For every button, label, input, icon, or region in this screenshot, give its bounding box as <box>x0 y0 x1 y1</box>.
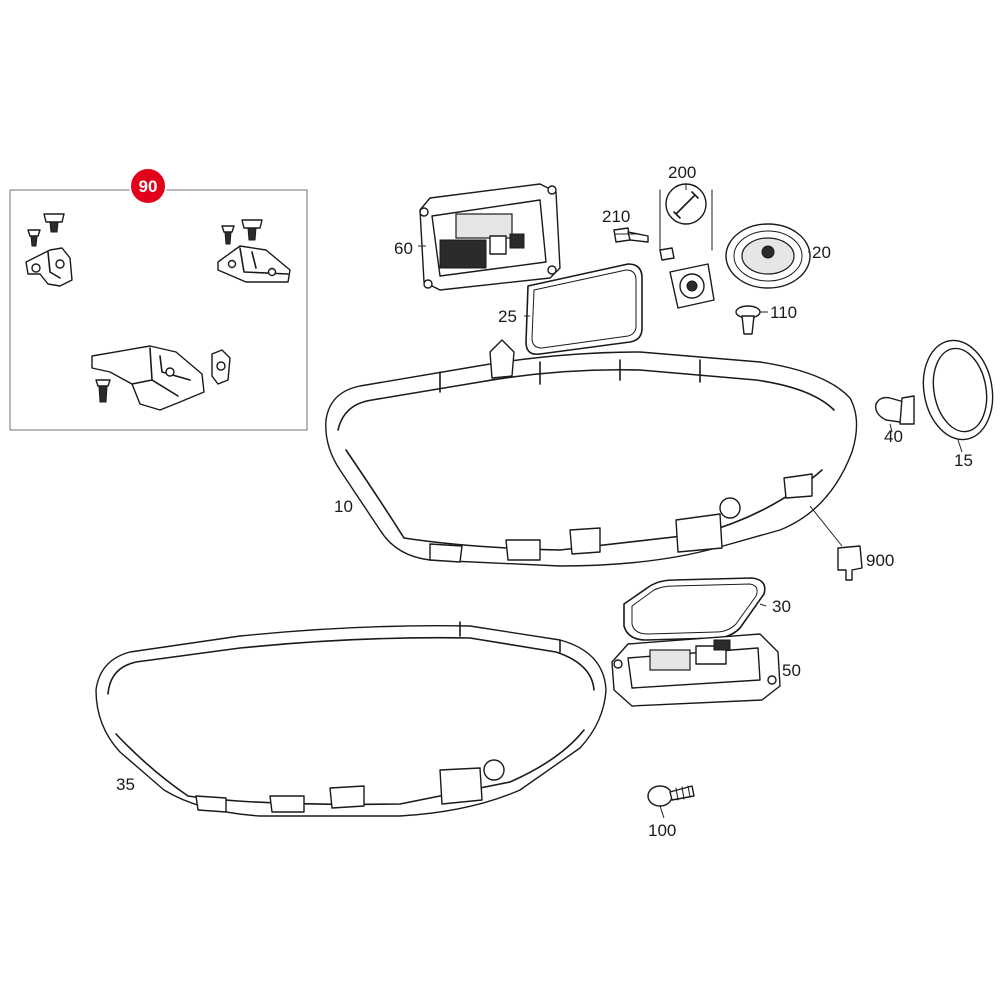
callout-35: 35 <box>116 775 135 794</box>
bulb-40[interactable] <box>875 395 915 425</box>
callout-90-badge[interactable]: 90 <box>129 167 167 205</box>
mounting-bracket-right[interactable] <box>217 219 291 283</box>
leader-lines <box>418 184 963 819</box>
callout-25: 25 <box>498 307 517 326</box>
mounting-bracket-left[interactable] <box>25 213 73 287</box>
callout-60: 60 <box>394 239 413 258</box>
screw-110[interactable] <box>735 305 761 335</box>
callout-10: 10 <box>334 497 353 516</box>
gasket-25[interactable] <box>525 263 643 356</box>
callout-210: 210 <box>602 207 630 226</box>
callout-200: 200 <box>668 163 696 182</box>
callout-110: 110 <box>770 303 797 322</box>
screw-100[interactable] <box>647 785 695 807</box>
callout-30: 30 <box>772 597 791 616</box>
headlamp-lens-35[interactable] <box>95 621 607 817</box>
headlamp-housing-10[interactable] <box>325 339 858 567</box>
callout-15: 15 <box>954 451 973 470</box>
callout-100: 100 <box>648 821 676 840</box>
cover-cap-20[interactable] <box>725 223 811 289</box>
service-kit-200[interactable] <box>659 183 715 309</box>
gasket-30[interactable] <box>623 577 766 641</box>
screw-210[interactable] <box>613 227 649 243</box>
callout-40: 40 <box>884 427 903 446</box>
callout-20: 20 <box>812 243 831 262</box>
mounting-bracket-large[interactable] <box>91 345 231 411</box>
seal-ring-15[interactable] <box>916 335 1000 445</box>
control-unit-50[interactable] <box>611 633 781 707</box>
callout-50: 50 <box>782 661 801 680</box>
callout-900: 900 <box>866 551 894 570</box>
clip-900[interactable] <box>837 545 863 581</box>
callout-90: 90 <box>139 177 158 196</box>
led-control-unit-60[interactable] <box>419 183 561 291</box>
